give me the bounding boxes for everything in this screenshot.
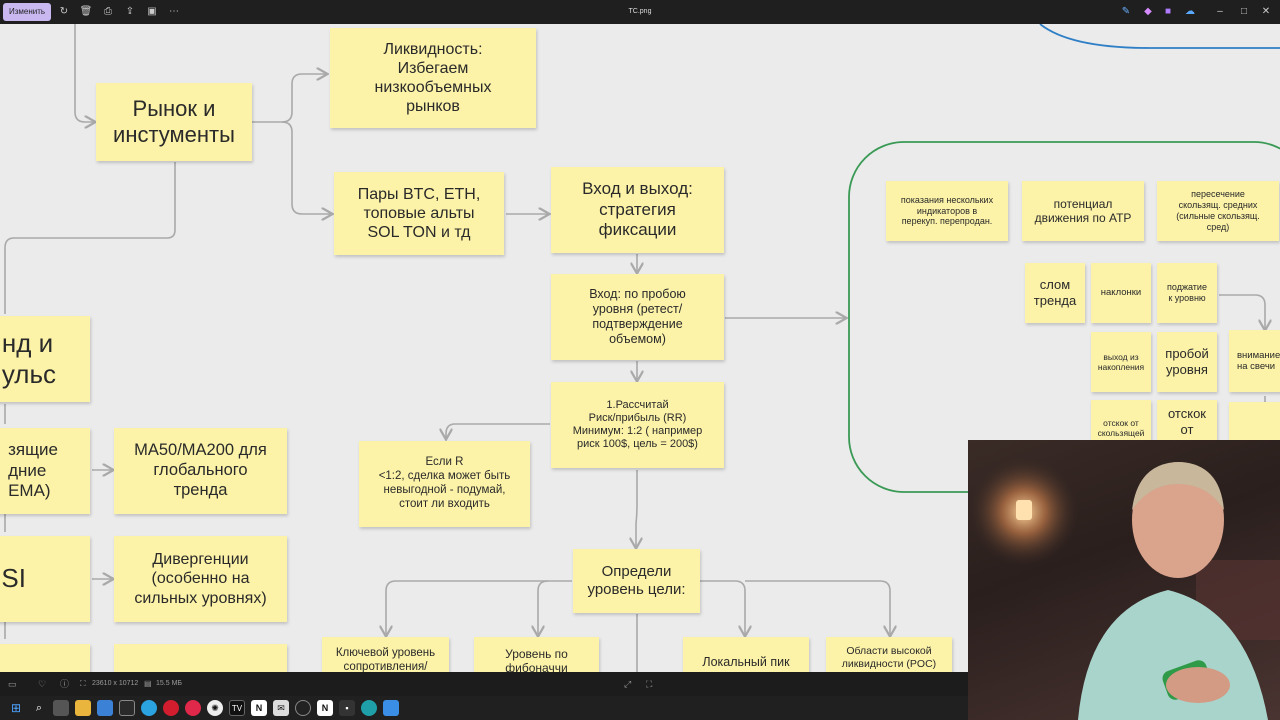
minimize-icon[interactable]: –: [1217, 6, 1223, 17]
app-icon-1[interactable]: [97, 700, 113, 716]
mindmap-canvas[interactable]: Ликвидность: Избегаем низкообъемных рынк…: [0, 24, 1280, 672]
favorite-icon[interactable]: ♡: [38, 679, 47, 689]
note-moving-averages[interactable]: зящие дние EMA): [0, 428, 90, 514]
note-bounce-ma[interactable]: отскок от скользящей: [1091, 400, 1151, 440]
note-atr[interactable]: потенциал движения по АТР: [1022, 181, 1144, 241]
share-icon[interactable]: ⇪: [125, 6, 135, 17]
note-indicators[interactable]: показания нескольких индикаторов в перек…: [886, 181, 1008, 241]
note-attention-candles[interactable]: вниманиe на свечи: [1229, 330, 1280, 392]
maximize-icon[interactable]: □: [1240, 6, 1248, 17]
note-trend-break[interactable]: слом тренда: [1025, 263, 1085, 323]
webcam-video-image: [969, 457, 1280, 720]
note-entry-breakout[interactable]: Вход: по пробою уровня (ретест/ подтверж…: [551, 274, 724, 360]
note-squeeze[interactable]: поджатие к уровню: [1157, 263, 1217, 323]
note-ma-cross[interactable]: пересечение скользящ. средних (сильные с…: [1157, 181, 1279, 241]
opera-gx-icon[interactable]: [185, 700, 201, 716]
note-ma50-ma200[interactable]: MA50/MA200 для глобального тренда: [114, 428, 287, 514]
onedrive-icon[interactable]: ☁: [1185, 6, 1195, 17]
obs-icon[interactable]: [295, 700, 311, 716]
image-dimensions: 23610 x 10712: [92, 680, 139, 687]
note-left-bottom[interactable]: [0, 644, 90, 672]
note-risk-reward[interactable]: 1.Рассчитай Риск/прибыль (RR) Минимум: 1…: [551, 382, 724, 468]
delete-icon[interactable]: 🗑: [79, 6, 93, 17]
chatgpt-icon[interactable]: ✺: [207, 700, 223, 716]
title-bar: Изменить ↻ 🗑 ⎙ ⇪ ▣ ⋯ TC.png ✎ ◆ ■ ☁ – □ …: [0, 0, 1280, 24]
note-slopes[interactable]: наклонки: [1091, 263, 1151, 323]
rotate-icon[interactable]: ↻: [59, 6, 69, 17]
notion-icon[interactable]: N: [251, 700, 267, 716]
copilot-icon[interactable]: ◆: [1144, 6, 1152, 17]
app-icon-3[interactable]: ✉: [273, 700, 289, 716]
note-accum-exit[interactable]: выход из накопления: [1091, 332, 1151, 392]
note-rsi[interactable]: SI: [0, 536, 90, 622]
webcam-overlay: [968, 440, 1280, 720]
print-icon[interactable]: ⎙: [104, 6, 112, 17]
windows-start-icon[interactable]: ⊞: [10, 701, 22, 715]
note-divergence[interactable]: Дивергенции (особенно на сильных уровнях…: [114, 536, 287, 622]
app-icon-4[interactable]: ▪: [339, 700, 355, 716]
file-explorer-icon[interactable]: [75, 700, 91, 716]
note-local-peak[interactable]: Локальный пик: [683, 637, 809, 672]
note-entry-exit[interactable]: Вход и выход: стратегия фиксации: [551, 167, 724, 253]
note-define-target[interactable]: Определи уровень цели:: [573, 549, 700, 613]
blue-group-border: [1039, 24, 1280, 49]
fit-icon[interactable]: ⤢: [624, 679, 632, 689]
filesize-icon: ▤: [144, 679, 152, 688]
note-pairs[interactable]: Пары BTC, ETH, топовые альты SOL TON и т…: [334, 172, 504, 255]
info-icon[interactable]: ▣: [147, 6, 157, 17]
search-icon[interactable]: ⌕: [35, 702, 43, 714]
opera-icon[interactable]: [163, 700, 179, 716]
note-level-break[interactable]: пробой уровня: [1157, 332, 1217, 392]
draw-icon[interactable]: ✎: [1121, 6, 1131, 17]
edit-button[interactable]: Изменить: [3, 3, 51, 21]
task-view-icon[interactable]: [53, 700, 69, 716]
note-market-instruments[interactable]: Рынок и инстументы: [96, 83, 252, 161]
notion-icon-2[interactable]: N: [317, 700, 333, 716]
fullscreen-icon[interactable]: ⛶: [646, 679, 653, 689]
photos-icon[interactable]: [383, 700, 399, 716]
tradingview-icon[interactable]: TV: [229, 700, 245, 716]
close-icon[interactable]: ✕: [1261, 6, 1271, 17]
dimensions-icon: ⛶: [80, 679, 86, 688]
note-key-level[interactable]: Ключевой уровень сопротивления/: [322, 637, 449, 672]
note-fibonacci[interactable]: Уровень по фибоначчи: [474, 637, 599, 672]
note-liquidity[interactable]: Ликвидность: Избегаем низкообъемных рынк…: [330, 28, 536, 128]
telegram-icon[interactable]: [141, 700, 157, 716]
clipchamp-icon[interactable]: ■: [1164, 6, 1172, 17]
app-icon-2[interactable]: [119, 700, 135, 716]
note-right-bottom[interactable]: [114, 644, 287, 672]
info-circle-icon[interactable]: ⓘ: [60, 679, 70, 689]
note-bounce[interactable]: отскок от: [1157, 400, 1217, 440]
window-title: TC.png: [628, 8, 652, 15]
note-right-partial[interactable]: [1229, 402, 1280, 440]
edge-icon[interactable]: [361, 700, 377, 716]
note-if-r[interactable]: Если R <1:2, сделка может быть невыгодно…: [359, 441, 530, 527]
file-size: 15.5 МБ: [156, 680, 182, 687]
note-liquidity-areas[interactable]: Области высокой ликвидности (POC): [826, 637, 952, 672]
note-trend-impulse[interactable]: нд и ульс: [0, 316, 90, 402]
more-icon[interactable]: ⋯: [169, 6, 179, 17]
filmstrip-icon[interactable]: ▭: [8, 679, 17, 689]
